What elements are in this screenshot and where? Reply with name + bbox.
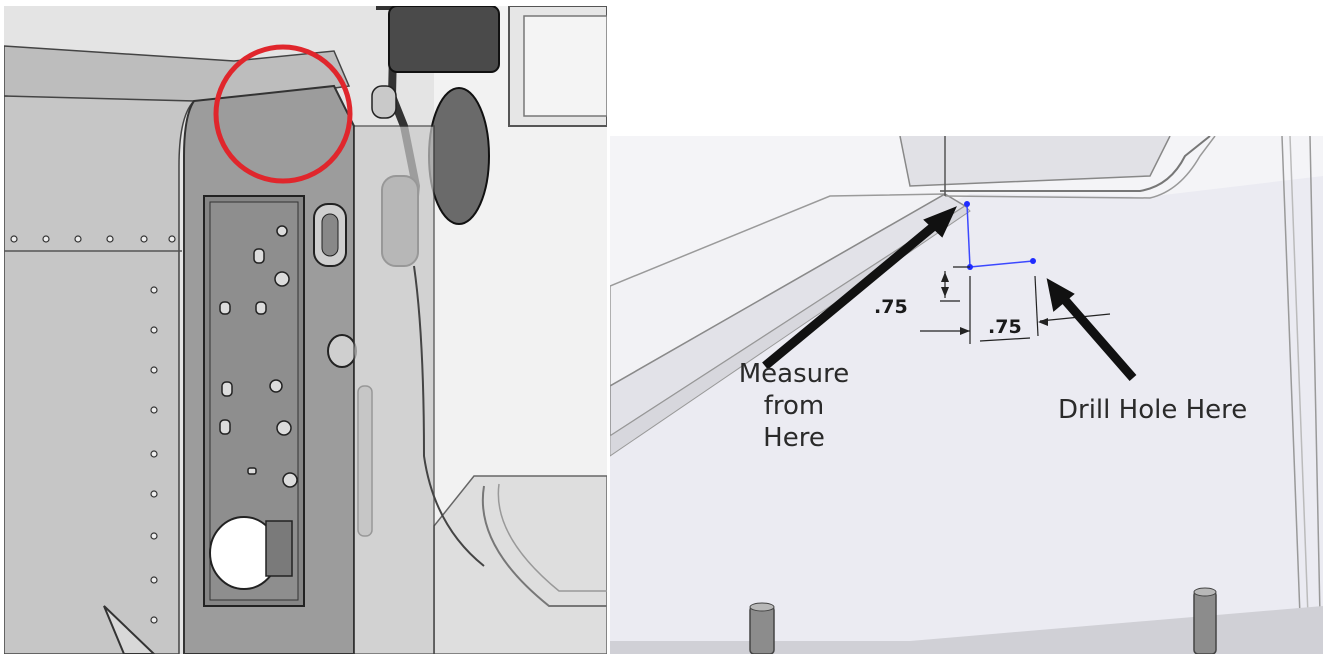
measure-from-here-label: Measure from Here [724,358,864,454]
dimension-horizontal-label: .75 [988,316,1022,338]
body-side-illustration [4,6,607,654]
sketch-lines [966,203,1034,268]
measure-line-1: Measure [738,359,850,389]
highlight-circle [213,44,353,184]
measure-line-2: from [763,391,825,421]
cad-render-body-side [4,6,607,654]
detail-illustration [610,136,1323,654]
dimension-vertical-label: .75 [874,296,908,318]
measure-line-3: Here [763,423,825,453]
callout-arrows [762,206,1137,381]
drill-hole-here-label: Drill Hole Here [1058,395,1248,425]
cad-detail-zoom: .75 .75 Measure from Here Drill Hole Her… [610,136,1323,654]
